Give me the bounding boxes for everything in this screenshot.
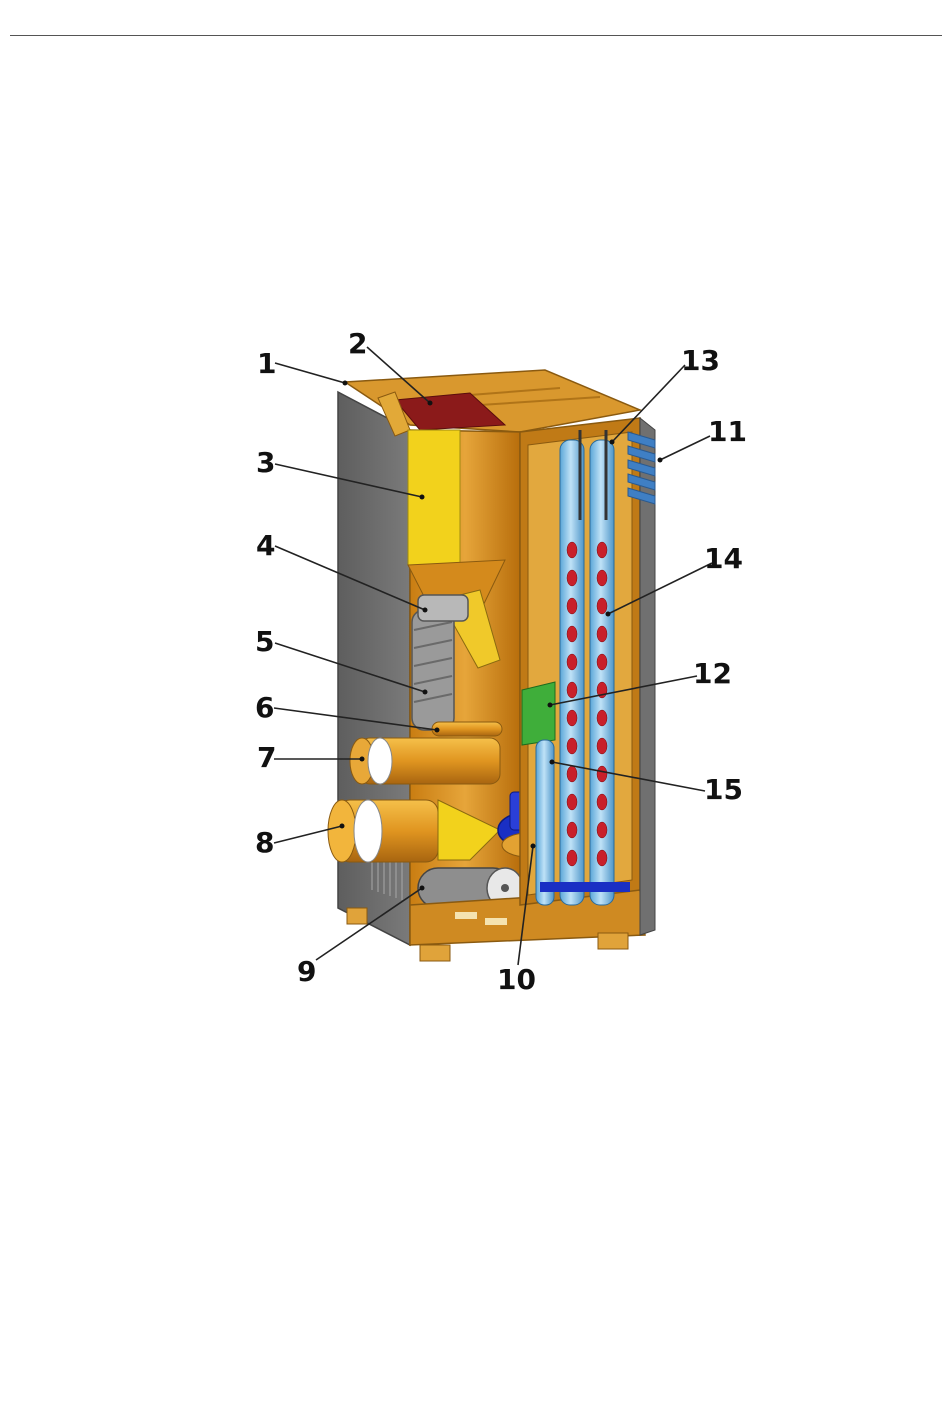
callout-4: 4 — [256, 529, 275, 562]
callout-1: 1 — [257, 347, 276, 380]
callout-13: 13 — [681, 344, 720, 377]
foot — [347, 908, 367, 924]
callout-5: 5 — [255, 625, 274, 658]
pellet-hopper — [408, 430, 460, 565]
callout-10: 10 — [497, 963, 536, 996]
foot — [598, 933, 628, 949]
callout-3: 3 — [256, 446, 275, 479]
callout-12: 12 — [693, 657, 732, 690]
callout-9: 9 — [297, 955, 316, 988]
callout-6: 6 — [255, 691, 274, 724]
callout-2: 2 — [348, 327, 367, 360]
exchanger-tube — [536, 740, 554, 905]
callout-15: 15 — [704, 773, 743, 806]
foot — [420, 945, 450, 961]
ignition-rod — [432, 722, 502, 736]
callout-7: 7 — [257, 741, 276, 774]
cleaning-mechanism — [522, 682, 555, 745]
boiler-illustration — [328, 370, 655, 961]
callout-14: 14 — [704, 542, 743, 575]
feed-auger — [412, 610, 454, 730]
callout-8: 8 — [255, 826, 274, 859]
callout-11: 11 — [708, 415, 747, 448]
